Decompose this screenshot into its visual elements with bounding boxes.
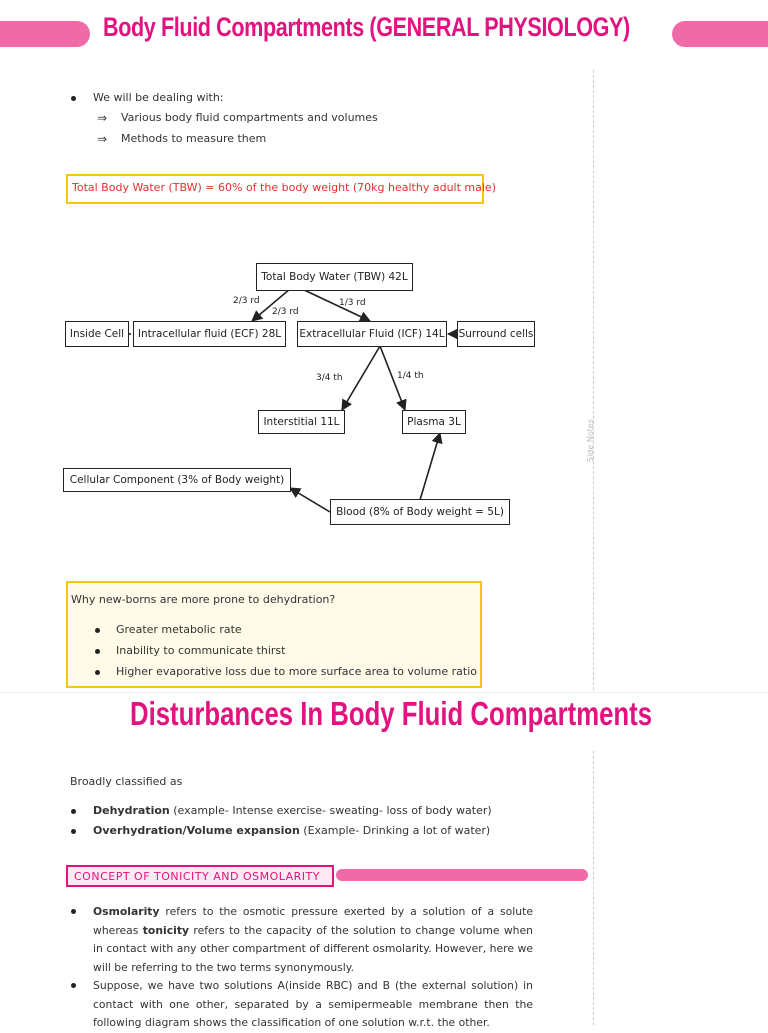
solutions-paragraph: Suppose, we have two solutions A(inside … xyxy=(93,979,533,1029)
heading-accent-bar xyxy=(336,869,588,881)
ratio-label: 2/3 rd xyxy=(272,307,299,317)
bullet-dot xyxy=(71,96,76,101)
newborn-question: Why new-borns are more prone to dehydrat… xyxy=(71,593,336,606)
section-title: Disturbances In Body Fluid Compartments xyxy=(130,695,653,732)
paragraph-text: refers to the capacity of the solution t… xyxy=(93,923,533,974)
newborn-reason: Greater metabolic rate xyxy=(116,623,242,636)
osmolarity-term: Osmolarity xyxy=(93,905,160,918)
ratio-label: 2/3 rd xyxy=(233,296,260,306)
overhydration-term: Overhydration/Volume expansion xyxy=(93,824,300,837)
newborn-reason: Inability to communicate thirst xyxy=(116,644,286,657)
tbw-highlight-box: Total Body Water (TBW) = 60% of the body… xyxy=(66,174,496,204)
tbw-note: Total Body Water (TBW) = 60% of the body… xyxy=(72,181,496,194)
implies-arrow-icon: ⇒ xyxy=(97,132,108,146)
cellular-component-box: Cellular Component (3% of Body weight) xyxy=(63,468,291,492)
implies-arrow-icon: ⇒ xyxy=(97,111,108,125)
intro-text: We will be dealing with: xyxy=(93,91,224,104)
sub-item: Methods to measure them xyxy=(121,132,267,145)
ratio-label: 1/4 th xyxy=(397,371,424,381)
bullet-dot xyxy=(71,829,76,834)
ecf-box: Extracellular Fluid (ICF) 14L xyxy=(297,321,447,347)
bullet-dot xyxy=(95,628,100,633)
header-accent-right xyxy=(672,21,768,47)
newborn-callout: Why new-borns are more prone to dehydrat… xyxy=(66,581,482,688)
sub-item: Various body fluid compartments and volu… xyxy=(121,111,378,124)
ratio-label: 1/3 rd xyxy=(339,298,366,308)
page-title: Body Fluid Compartments (GENERAL PHYSIOL… xyxy=(103,12,630,42)
ratio-label: 3/4 th xyxy=(316,373,343,383)
tonicity-heading: CONCEPT OF TONICITY AND OSMOLARITY xyxy=(66,865,334,887)
bullet-dot xyxy=(71,909,76,914)
header-accent-left xyxy=(0,21,90,47)
icf-box: Intracellular fluid (ECF) 28L xyxy=(133,321,286,347)
side-notes-divider xyxy=(593,751,595,1025)
paragraph-text: refers to the osmotic pressure exerted b… xyxy=(93,905,533,937)
newborn-reason: Higher evaporative loss due to more surf… xyxy=(116,665,478,678)
bullet-dot xyxy=(95,670,100,675)
overhydration-desc: (Example- Drinking a lot of water) xyxy=(299,824,491,837)
dehydration-item: Dehydration (example- Intense exercise- … xyxy=(93,804,492,817)
surround-cells-box: Surround cells xyxy=(457,321,535,347)
tbw-box: Total Body Water (TBW) 42L xyxy=(256,263,413,291)
bullet-dot xyxy=(71,983,76,988)
side-notes-divider xyxy=(593,70,595,690)
broadly-text: Broadly classified as xyxy=(70,775,183,788)
page-two: Disturbances In Body Fluid Compartments … xyxy=(0,692,768,1029)
inside-cell-box: Inside Cell xyxy=(65,321,129,347)
bullet-dot xyxy=(71,809,76,814)
dehydration-term: Dehydration xyxy=(93,804,170,817)
plasma-box: Plasma 3L xyxy=(402,410,466,434)
interstitial-box: Interstitial 11L xyxy=(258,410,345,434)
blood-box: Blood (8% of Body weight = 5L) xyxy=(330,499,510,525)
dehydration-desc: (example- Intense exercise- sweating- lo… xyxy=(169,804,492,817)
tonicity-term: tonicity xyxy=(142,923,190,937)
page-header: Body Fluid Compartments (GENERAL PHYSIOL… xyxy=(0,8,768,48)
compartment-diagram-arrows xyxy=(113,288,459,513)
page-one: Body Fluid Compartments (GENERAL PHYSIOL… xyxy=(0,8,768,690)
osmolarity-paragraph: Osmolarity refers to the osmotic pressur… xyxy=(93,903,533,977)
bullet-dot xyxy=(95,649,100,654)
overhydration-item: Overhydration/Volume expansion (Example-… xyxy=(93,824,490,837)
